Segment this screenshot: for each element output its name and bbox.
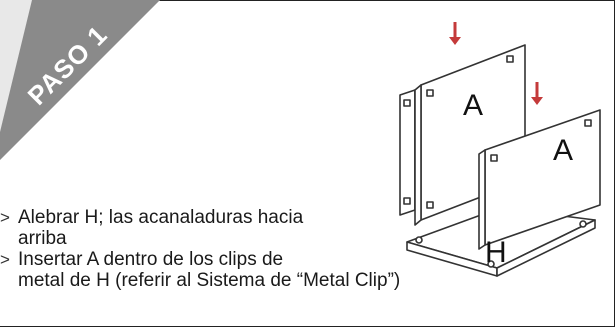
- instruction-text: Alebrar H; las acanaladuras hacia: [18, 207, 304, 228]
- instruction-list: > Alebrar H; las acanaladuras hacia arri…: [0, 207, 400, 291]
- arrow-bullet-icon: >: [0, 208, 10, 227]
- instruction-item: > Insertar A dentro de los clips de meta…: [0, 249, 400, 291]
- panel-a-front-label: A: [553, 134, 573, 167]
- step-banner: [0, 0, 160, 160]
- instruction-text: Insertar A dentro de los clips de: [18, 249, 284, 270]
- down-arrow-icon: [531, 82, 543, 105]
- instruction-text: arriba: [18, 228, 67, 249]
- instruction-text: metal de H (referir al Sistema de “Metal…: [18, 270, 401, 291]
- arrow-bullet-icon: >: [0, 250, 10, 269]
- base-h-label: H: [485, 236, 507, 269]
- banner-stripe: [0, 0, 160, 160]
- assembly-diagram: A A H: [399, 22, 601, 277]
- panel-a-front: [478, 109, 601, 250]
- down-arrow-icon: [449, 22, 461, 45]
- panel-a-back-label: A: [463, 89, 483, 122]
- instruction-item: > Alebrar H; las acanaladuras hacia arri…: [0, 207, 400, 249]
